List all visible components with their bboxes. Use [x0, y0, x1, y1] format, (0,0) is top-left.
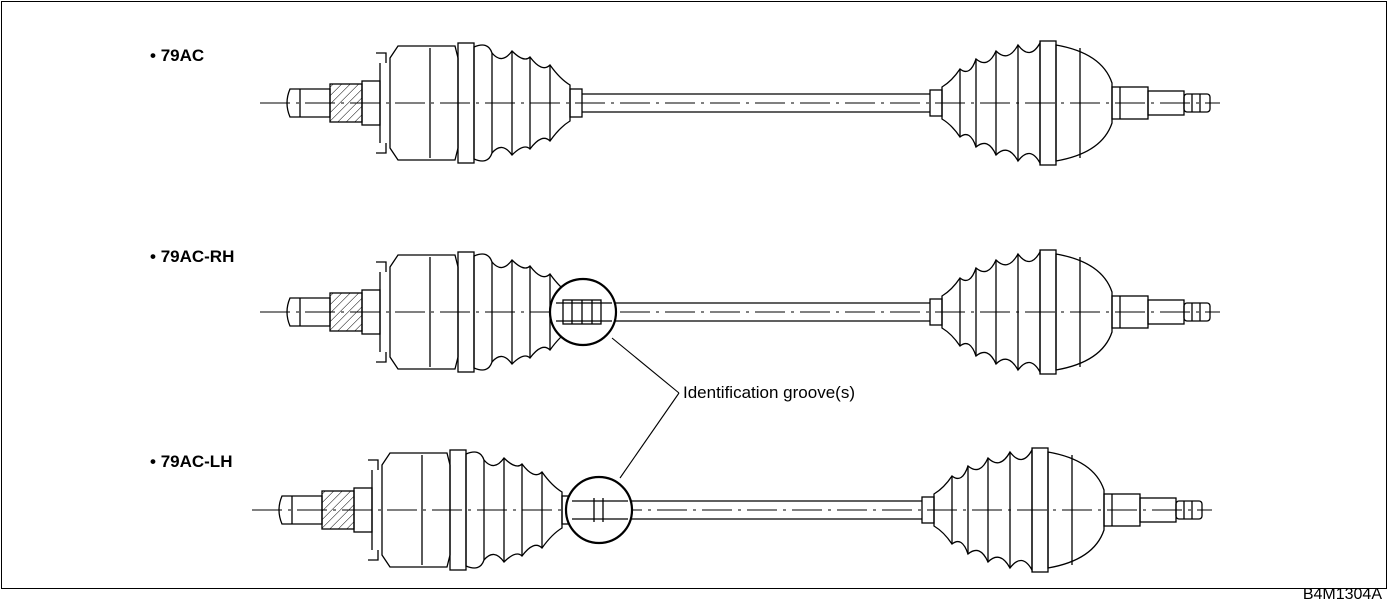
groove-magnifier-rh [548, 277, 618, 347]
drive-shaft-79ac [259, 40, 1221, 166]
drive-shaft-79ac-rh [259, 249, 1221, 375]
shaft-label-79ac: • 79AC [150, 46, 205, 65]
groove-magnifier-lh [564, 475, 634, 545]
figure-frame [1, 1, 1387, 589]
shaft-label-79ac-lh: • 79AC-LH [150, 452, 233, 471]
shaft-label-79ac-rh: • 79AC-RH [150, 247, 235, 266]
identification-groove-callout: Identification groove(s) [683, 383, 855, 402]
drive-shaft-79ac-lh [251, 447, 1213, 573]
callout-leader-lines [611, 337, 680, 479]
figure-code: B4M1304A [1302, 586, 1382, 603]
